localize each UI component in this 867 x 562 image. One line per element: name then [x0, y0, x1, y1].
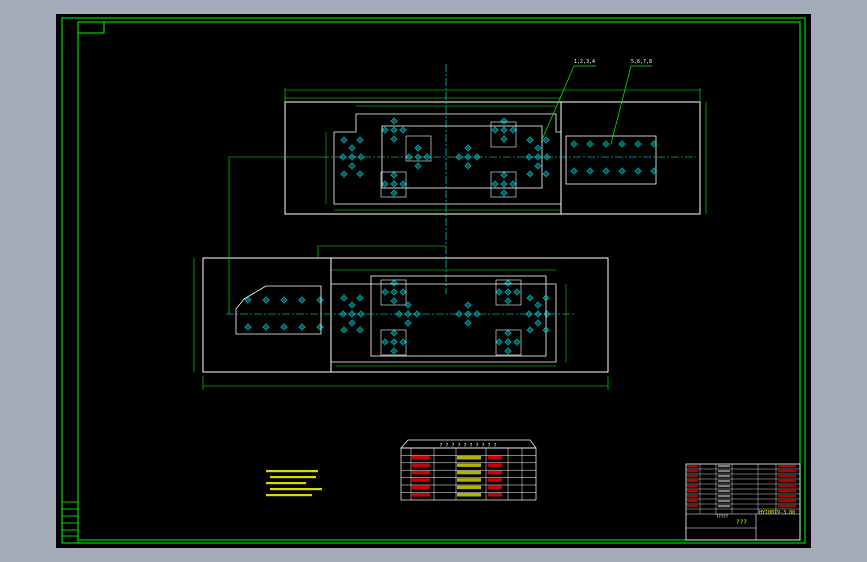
title-cell-mark — [687, 485, 698, 488]
leader-label-b: 5,6,7,8 — [631, 59, 652, 65]
title-cell-mark — [778, 495, 796, 498]
note-line — [270, 476, 316, 479]
title-cell-mark — [687, 480, 698, 483]
table-cell-mark — [488, 463, 502, 467]
title-cell-mark — [718, 475, 730, 478]
table-cell-mark — [457, 456, 481, 460]
hole-pattern — [244, 117, 658, 355]
note-line — [266, 482, 306, 485]
title-cell-mark — [687, 505, 698, 508]
inner-frame — [77, 21, 801, 541]
table-cell-mark — [488, 485, 502, 490]
title-cell-mark — [687, 470, 698, 473]
upper-plate — [284, 64, 707, 294]
title-cell-mark — [687, 495, 698, 498]
title-cell-mark — [718, 500, 730, 503]
note-line — [266, 470, 318, 473]
table-cell-mark — [412, 485, 430, 490]
title-cell-mark — [778, 475, 796, 478]
drawing-sub: ????? — [716, 514, 729, 519]
link-dimension — [228, 156, 321, 314]
table-cell-mark — [457, 463, 481, 467]
left-revision-strip — [61, 501, 79, 544]
title-cell-mark — [778, 470, 796, 473]
title-cell-mark — [718, 480, 730, 483]
table-cell-mark — [488, 456, 502, 460]
table-cell-mark — [412, 456, 430, 460]
table-cell-mark — [412, 478, 430, 482]
title-cell-mark — [718, 465, 730, 468]
table-cell-mark — [412, 493, 430, 497]
corner-mark — [78, 22, 105, 34]
outer-frame — [61, 17, 806, 544]
table-cell-mark — [488, 470, 502, 475]
leader-label-a: 1,2,3,4 — [574, 59, 595, 65]
table-cell-mark — [488, 493, 502, 497]
title-cell-mark — [778, 485, 796, 488]
cad-drawing: 1,2,3,4 5,6,7,8 ? ? ? ? ? ? ? ? ? ? HY10… — [61, 17, 806, 544]
cad-viewport[interactable]: 1,2,3,4 5,6,7,8 ? ? ? ? ? ? ? ? ? ? HY10… — [56, 14, 811, 548]
title-cell-mark — [778, 500, 796, 503]
drawing-code: HY10019-3.00 — [759, 510, 795, 516]
note-line — [266, 494, 312, 497]
title-cell-mark — [687, 465, 698, 468]
drawing-mark: ??? — [736, 519, 747, 526]
title-cell-mark — [778, 480, 796, 483]
table-cell-mark — [488, 478, 502, 482]
lower-plate — [193, 257, 609, 390]
title-cell-mark — [687, 490, 698, 493]
table-cell-mark — [457, 478, 481, 482]
table-cell-mark — [457, 485, 481, 490]
note-line — [270, 488, 322, 491]
table-cell-mark — [457, 470, 481, 475]
technical-notes — [266, 470, 322, 497]
leader-line-b — [610, 65, 652, 145]
title-cell-mark — [718, 490, 730, 493]
link-dimension-2 — [317, 245, 446, 258]
leader-line-a — [540, 65, 596, 143]
table-cell-mark — [412, 463, 430, 467]
title-block: HY10019-3.00 ??? ????? — [685, 463, 801, 541]
title-cell-mark — [687, 500, 698, 503]
table-cell-mark — [457, 493, 481, 497]
title-cell-mark — [778, 505, 796, 508]
title-cell-mark — [687, 475, 698, 478]
table-cell-mark — [412, 470, 430, 475]
title-cell-mark — [718, 485, 730, 488]
title-cell-mark — [778, 490, 796, 493]
parts-table: ? ? ? ? ? ? ? ? ? ? — [400, 439, 537, 501]
title-cell-mark — [718, 470, 730, 473]
title-cell-mark — [718, 505, 730, 508]
title-cell-mark — [778, 465, 796, 468]
title-cell-mark — [718, 495, 730, 498]
table-title: ? ? ? ? ? ? ? ? ? ? — [439, 443, 496, 449]
